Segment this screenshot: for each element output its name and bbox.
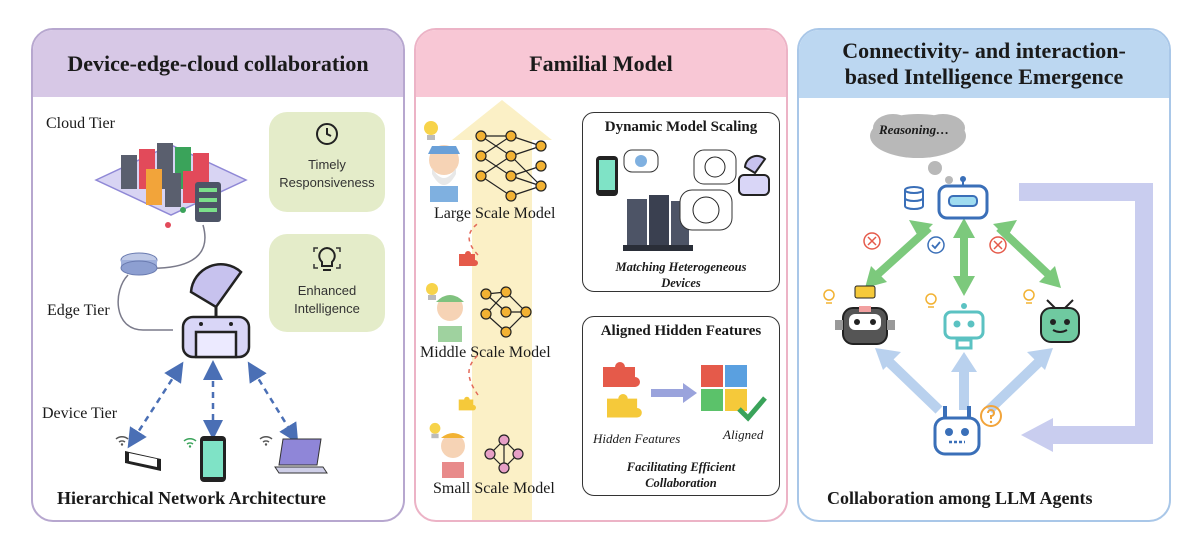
middle-avatar-icon — [436, 295, 464, 342]
database-icon — [904, 186, 924, 210]
box1-caption-line1: Matching Heterogeneous — [615, 260, 747, 274]
puzzle-piece-icon — [458, 396, 476, 411]
lightbulb-icon — [313, 246, 341, 271]
smartphone-icon — [200, 436, 226, 482]
thought-cloud-icon — [870, 114, 966, 184]
device-tier-label: Device Tier — [42, 405, 118, 422]
card2-line2: Intelligence — [294, 301, 360, 316]
smart-watch-icon — [125, 451, 161, 471]
panel2-title: Familial Model — [416, 30, 786, 97]
right-arrow-icon — [651, 383, 697, 403]
large-avatar-icon — [428, 145, 460, 202]
panel3-title: Connectivity- and interaction- based Int… — [799, 30, 1169, 98]
checkmark-icon — [737, 396, 767, 422]
model-bubble-icon — [623, 149, 659, 173]
small-network-icon — [484, 434, 524, 474]
aligned-label: Aligned — [723, 427, 764, 442]
reject-icon — [863, 232, 881, 250]
large-scale-label: Large Scale Model — [434, 205, 556, 222]
reasoning-label: Reasoning… — [879, 122, 950, 137]
box1-caption-line2: Devices — [661, 276, 701, 290]
server-rack-icon — [195, 182, 221, 222]
card2-line1: Enhanced — [297, 283, 357, 298]
center-robot-icon — [943, 303, 985, 350]
lightbulb-icon — [426, 283, 438, 300]
puzzle-piece-icon — [603, 362, 640, 387]
middle-network-icon — [480, 286, 532, 338]
panel3-footer: Collaboration among LLM Agents — [827, 488, 1093, 508]
device-arrows — [127, 360, 299, 449]
lightbulb-icon — [429, 422, 441, 439]
box1-title: Dynamic Model Scaling — [604, 119, 758, 135]
enhanced-intelligence-card: Enhanced Intelligence — [269, 234, 385, 332]
left-robot-icon — [835, 285, 895, 345]
lightbulb-icon — [1023, 289, 1035, 304]
hidden-features-label: Hidden Features — [593, 431, 681, 446]
small-avatar-icon — [441, 433, 465, 478]
edge-server-satellite-icon — [181, 263, 251, 359]
bottom-robot-icon — [933, 406, 981, 456]
card1-line2: Responsiveness — [279, 175, 375, 190]
box2-caption-line1: Facilitating Efficient — [626, 460, 736, 474]
box2-caption-line2: Collaboration — [645, 476, 717, 490]
card1-line1: Timely — [308, 157, 346, 172]
panel3-title-line1: Connectivity- and interaction- — [842, 38, 1126, 63]
puzzle-piece-icon — [607, 393, 642, 418]
lightbulb-icon — [925, 293, 937, 308]
wifi-icon — [183, 437, 197, 448]
panel1-title: Device-edge-cloud collaboration — [33, 30, 403, 97]
timely-responsiveness-card: Timely Responsiveness — [269, 112, 385, 212]
puzzle-piece-icon — [459, 251, 478, 266]
panel-intelligence-emergence: Connectivity- and interaction- based Int… — [797, 28, 1171, 522]
large-network-icon — [475, 130, 547, 202]
panel-familial-model: Familial Model Large Scale Model Middle … — [414, 28, 788, 522]
satellite-robot-icon — [738, 154, 770, 196]
reject-icon — [989, 236, 1007, 254]
phone-icon — [596, 156, 618, 196]
edge-tier-label: Edge Tier — [47, 302, 110, 319]
question-icon — [980, 405, 1002, 427]
lightbulb-icon — [424, 121, 438, 140]
cloud-tier-label: Cloud Tier — [46, 115, 115, 132]
aligned-hidden-features-box: Aligned Hidden Features Hidden Features … — [582, 316, 780, 496]
panel-device-edge-cloud: Device-edge-cloud collaboration Cloud Ti… — [31, 28, 405, 522]
lightbulb-icon — [823, 289, 835, 304]
feedback-loop-arrow — [865, 183, 1153, 452]
router-icon — [120, 252, 158, 276]
middle-scale-label: Middle Scale Model — [420, 344, 551, 361]
approve-icon — [927, 236, 945, 254]
laptop-icon — [274, 438, 328, 474]
clock-icon — [316, 123, 338, 145]
top-robot-icon — [937, 176, 989, 220]
server-icon — [623, 195, 693, 251]
dynamic-model-scaling-box: Dynamic Model Scaling Matching Heterogen… — [582, 112, 780, 292]
upgrade-arrows — [468, 221, 481, 396]
wifi-icon — [259, 435, 273, 446]
small-scale-label: Small Scale Model — [433, 480, 555, 497]
model-bubble-icon — [679, 189, 733, 231]
wifi-icon — [115, 435, 129, 446]
panel3-title-line2: based Intelligence Emergence — [844, 64, 1124, 89]
right-robot-icon — [1040, 299, 1080, 343]
box2-title: Aligned Hidden Features — [600, 323, 762, 339]
assembled-puzzle-icon — [701, 365, 747, 411]
panel1-footer: Hierarchical Network Architecture — [57, 488, 326, 508]
model-bubble-icon — [693, 149, 737, 185]
